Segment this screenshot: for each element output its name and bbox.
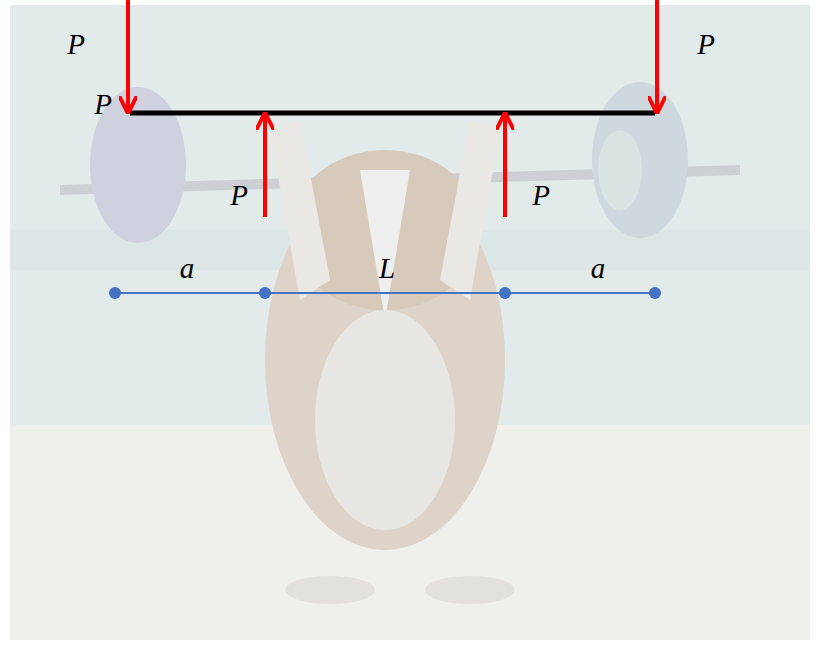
load-arrow [126, 0, 130, 110]
force-label: P [230, 181, 248, 210]
dimension-label: a [591, 254, 606, 283]
beam [130, 111, 655, 116]
dimension-point [649, 287, 661, 299]
reaction-arrow [263, 116, 267, 217]
dimension-label: a [180, 254, 195, 283]
dimension-point [259, 287, 271, 299]
force-label: P [532, 181, 550, 210]
dimension-point [499, 287, 511, 299]
reaction-arrow [503, 116, 507, 217]
weight-plate [592, 82, 688, 238]
force-label: P [697, 30, 715, 59]
load-arrow [655, 0, 659, 110]
guinea-pig-blaze [360, 170, 410, 320]
guinea-pig-foot [285, 576, 375, 604]
weight-plate [90, 87, 186, 243]
guinea-pig-arm [270, 120, 330, 300]
guinea-pig-arm [440, 120, 500, 300]
dimension-line [115, 292, 655, 294]
force-label: P [67, 30, 85, 59]
dimension-point [109, 287, 121, 299]
guinea-pig-belly [315, 310, 455, 530]
force-label: P [94, 90, 112, 119]
weight-plate [598, 130, 642, 210]
dimension-label: L [379, 254, 395, 283]
guinea-pig-foot [425, 576, 515, 604]
